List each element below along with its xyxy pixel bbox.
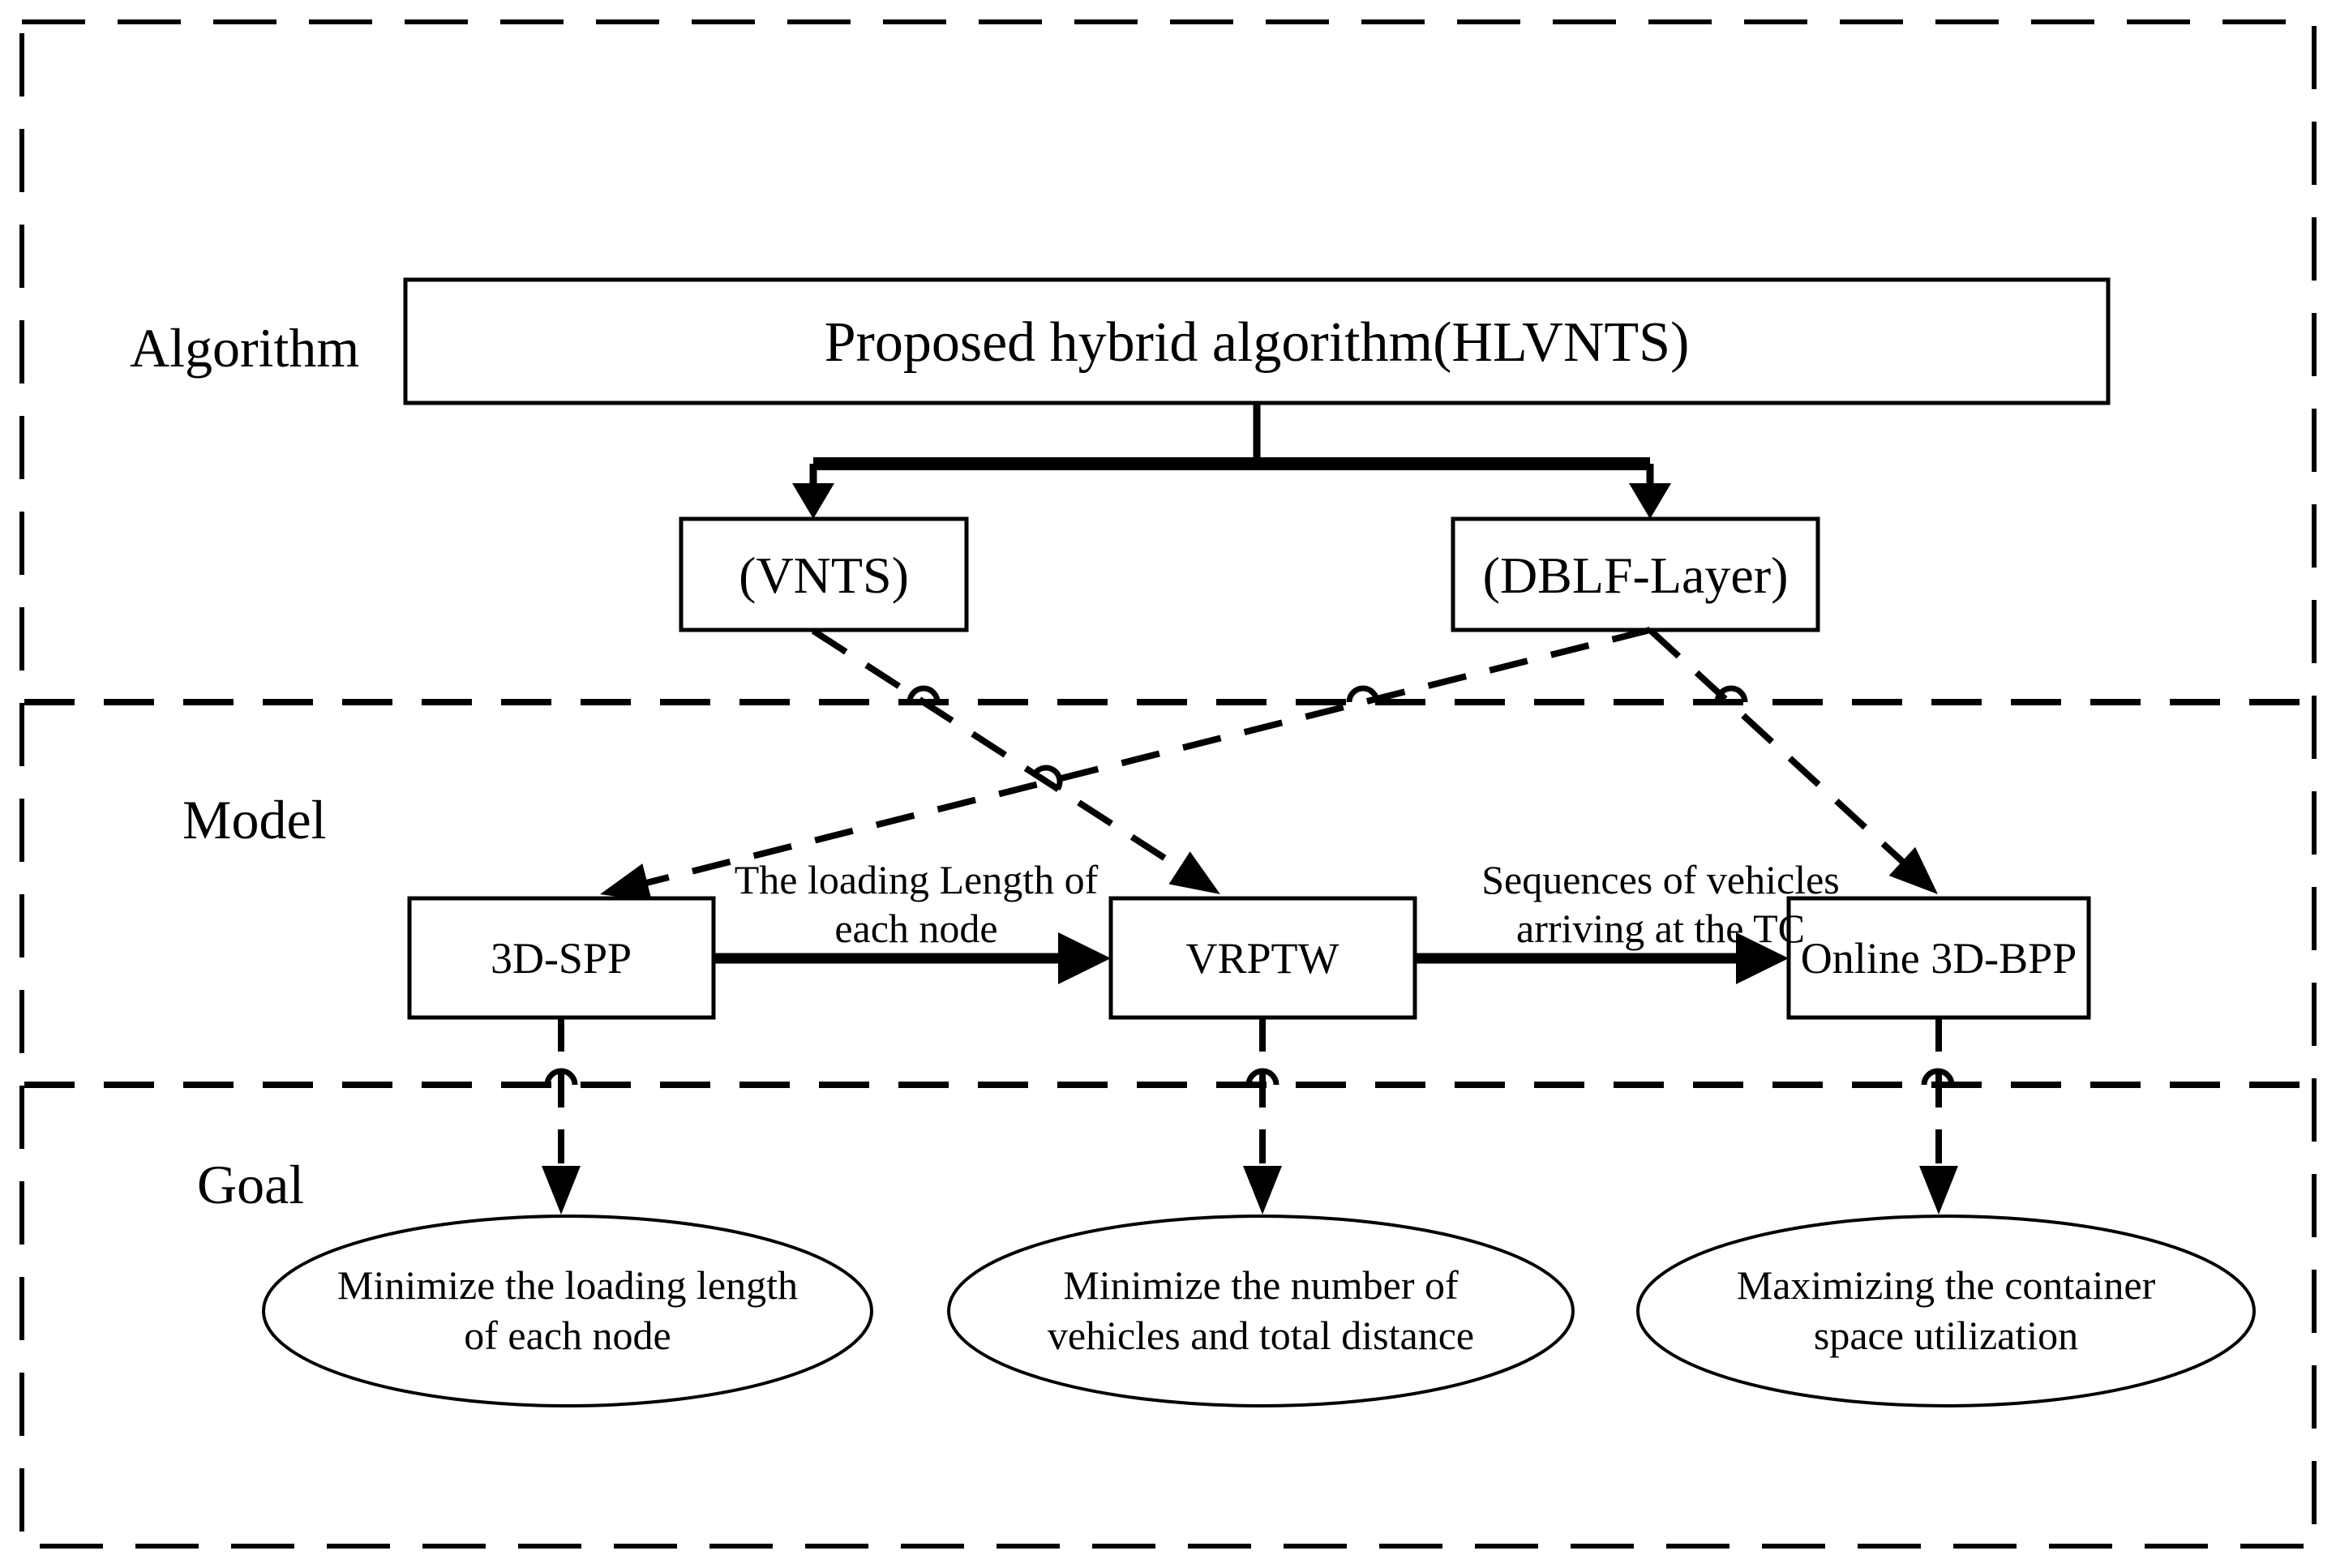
goal-ellipse-space-utilization bbox=[1636, 1215, 2256, 1407]
section-label-algorithm: Algorithm bbox=[130, 317, 359, 379]
goal-ellipse-loading-length bbox=[262, 1215, 873, 1407]
arrowhead-to-dblf bbox=[1629, 483, 1671, 519]
online-bpp-label: Online 3D-BPP bbox=[1801, 934, 2077, 983]
goal-label-1-line1: Minimize the loading length bbox=[337, 1262, 798, 1308]
goal-label-2-line1: Minimize the number of bbox=[1063, 1262, 1459, 1308]
vrptw-label: VRPTW bbox=[1186, 934, 1339, 983]
solid-arrow-3dspp-to-vrptw bbox=[714, 932, 1111, 984]
dashed-arrow-3dspp-to-goal bbox=[542, 1017, 581, 1215]
arrowhead bbox=[1736, 932, 1789, 984]
dashed-arrowhead bbox=[1168, 851, 1220, 894]
section-label-model: Model bbox=[182, 789, 327, 850]
edge-label-loading-length-line1: The loading Length of bbox=[735, 857, 1099, 902]
dashed-arrowhead bbox=[542, 1166, 581, 1215]
dashed-arrowhead bbox=[1919, 1166, 1958, 1215]
dashed-line bbox=[642, 627, 1651, 887]
spp-label: 3D-SPP bbox=[491, 934, 632, 983]
dblf-layer-box bbox=[1451, 516, 1820, 632]
arrowhead-to-vnts bbox=[792, 483, 834, 519]
goal-ellipse-vehicles-distance bbox=[947, 1215, 1575, 1407]
goal-label-1-line2: of each node bbox=[464, 1313, 671, 1358]
dashed-arrowhead bbox=[1243, 1166, 1282, 1215]
dblf-layer-label: (DBLF-Layer) bbox=[1483, 546, 1789, 604]
dashed-arrowhead bbox=[1888, 846, 1938, 894]
dashed-line bbox=[1648, 628, 1908, 867]
dashed-line bbox=[811, 628, 1185, 873]
dashed-arrow-dblf-to-3dspp bbox=[600, 627, 1651, 902]
edge-label-sequences-line2: arriving at the TC bbox=[1516, 906, 1805, 951]
dashed-arrow-dblf-to-online3dbpp bbox=[1648, 628, 1938, 894]
dashed-arrow-vrptw-to-goal bbox=[1243, 1017, 1282, 1215]
line-jump-mark bbox=[907, 685, 941, 703]
edge-label-sequences-line1: Sequences of vehicles bbox=[1481, 857, 1840, 902]
dashed-arrow-vnts-to-vrptw bbox=[811, 628, 1220, 894]
tree-connector bbox=[792, 403, 1671, 519]
edge-label-loading-length-line2: each node bbox=[834, 906, 997, 951]
arrowhead bbox=[1058, 932, 1111, 984]
line-jump-mark bbox=[1245, 1068, 1279, 1086]
solid-arrow-vrptw-to-online3dbpp bbox=[1415, 932, 1789, 984]
dashed-arrowhead bbox=[600, 863, 653, 902]
hlvnts-title-label: Proposed hybrid algorithm(HLVNTS) bbox=[825, 311, 1690, 374]
line-jump-mark bbox=[1031, 765, 1063, 791]
hlvnts-title-box bbox=[403, 277, 2111, 405]
dashed-arrow-online3dbpp-to-goal bbox=[1919, 1017, 1958, 1215]
vnts-label: (VNTS) bbox=[739, 546, 909, 604]
line-jump-mark bbox=[1346, 685, 1380, 703]
goal-label-3-line1: Maximizing the container bbox=[1737, 1262, 2156, 1308]
online-bpp-box bbox=[1786, 896, 2091, 1020]
line-jump-mark bbox=[1921, 1068, 1955, 1086]
vrptw-box bbox=[1108, 896, 1417, 1020]
vnts-box bbox=[679, 516, 969, 632]
section-label-goal: Goal bbox=[197, 1154, 304, 1215]
line-jump-mark bbox=[1714, 685, 1748, 703]
goal-label-3-line2: space utilization bbox=[1814, 1313, 2078, 1358]
line-jump-mark bbox=[544, 1068, 578, 1086]
goal-label-2-line2: vehicles and total distance bbox=[1048, 1313, 1474, 1358]
